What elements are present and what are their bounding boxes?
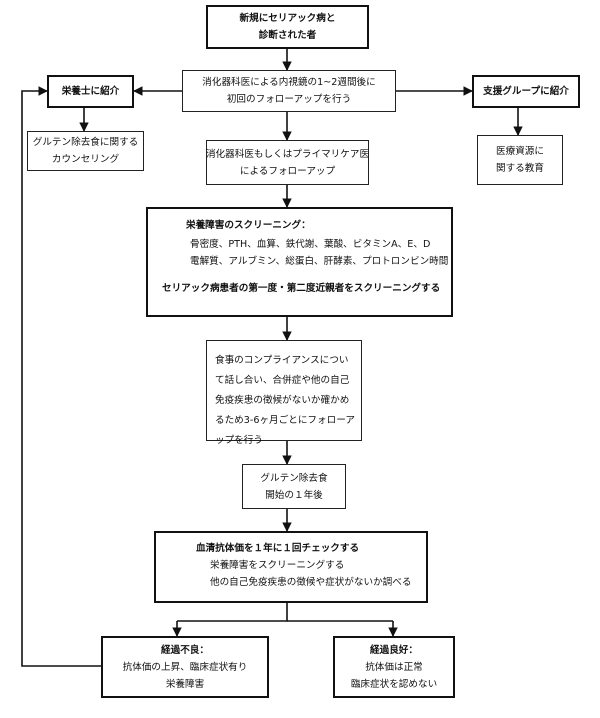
refer-dietitian-title: 栄養士に紹介 bbox=[61, 86, 120, 97]
relatives-screening-text: セリアック病患者の第一度・第二度近親者をスクリーニングする bbox=[162, 283, 441, 294]
gluten-counseling-box: グルテン除去食に関する カウンセリング bbox=[27, 131, 144, 171]
nutrition-screening-box: 栄養障害のスクリーニング： 骨密度、PTH、血算、鉄代謝、葉酸、ビタミンA、E、… bbox=[146, 207, 453, 317]
compliance-followup-box: 食事のコンプライアンスについて話し合い、合併症や他の自己免疫疾患の徴候がないか確… bbox=[206, 340, 362, 446]
refer-dietitian-box: 栄養士に紹介 bbox=[47, 75, 134, 108]
connector-antibody-to-outcomes bbox=[177, 603, 288, 622]
poor-outcome-line1: 抗体価の上昇、臨床症状有り bbox=[122, 661, 248, 673]
gi-pcp-followup-line1: 消化器科医もしくはプライマリケア医 bbox=[205, 148, 370, 160]
poor-outcome-line2: 栄養障害 bbox=[165, 678, 205, 690]
medical-resources-box: 医療資源に 関する教育 bbox=[477, 135, 563, 185]
newly-diagnosed-line2: 診断された者 bbox=[258, 30, 317, 41]
refer-support-group-title: 支援グループに紹介 bbox=[483, 86, 569, 97]
one-year-box: グルテン除去食 開始の１年後 bbox=[242, 464, 346, 509]
poor-outcome-title: 経過不良： bbox=[161, 644, 209, 656]
first-followup-line2: 初回のフォローアップを行う bbox=[226, 94, 352, 105]
nutrition-screening-title: 栄養障害のスクリーニング： bbox=[186, 220, 311, 231]
nutrition-screening-tests-line1: 骨密度、PTH、血算、鉄代謝、葉酸、ビタミンA、E、D bbox=[190, 239, 431, 250]
good-outcome-line2: 臨床症状を認めない bbox=[350, 678, 438, 690]
antibody-check-line2: 他の自己免疫疾患の徴候や症状がないか調べる bbox=[210, 577, 412, 588]
first-followup-box: 消化器科医による内視鏡の1~2週間後に 初回のフォローアップを行う bbox=[182, 70, 396, 112]
nutrition-screening-tests-line2: 電解質、アルブミン、総蛋白、肝酵素、プロトロンビン時間 bbox=[190, 256, 449, 267]
compliance-followup-text: 食事のコンプライアンスについて話し合い、合併症や他の自己免疫疾患の徴候がないか確… bbox=[215, 355, 356, 446]
one-year-line1: グルテン除去食 bbox=[260, 472, 328, 484]
first-followup-line1: 消化器科医による内視鏡の1~2週間後に bbox=[202, 77, 376, 88]
good-outcome-box: 経過良好： 抗体価は正常 臨床症状を認めない bbox=[333, 636, 455, 698]
good-outcome-line1: 抗体価は正常 bbox=[365, 661, 423, 673]
newly-diagnosed-box: 新規にセリアック病と 診断された者 bbox=[206, 5, 369, 49]
gi-pcp-followup-line2: によるフォローアップ bbox=[239, 165, 336, 177]
medical-resources-line1: 医療資源に bbox=[496, 146, 544, 157]
refer-support-group-box: 支援グループに紹介 bbox=[472, 75, 580, 108]
good-outcome-title: 経過良好： bbox=[370, 644, 418, 656]
antibody-check-line1: 栄養障害をスクリーニングする bbox=[210, 560, 345, 571]
poor-outcome-box: 経過不良： 抗体価の上昇、臨床症状有り 栄養障害 bbox=[101, 636, 269, 698]
newly-diagnosed-line1: 新規にセリアック病と bbox=[239, 13, 336, 24]
one-year-line2: 開始の１年後 bbox=[265, 489, 323, 501]
arrow-poor-loop-to-dietitian bbox=[21, 86, 101, 667]
gluten-counseling-line2: カウンセリング bbox=[51, 154, 120, 165]
antibody-check-box: 血清抗体価を１年に１回チェックする 栄養障害をスクリーニングする 他の自己免疫疾… bbox=[154, 531, 428, 603]
gluten-counseling-line1: グルテン除去食に関する bbox=[32, 137, 139, 148]
medical-resources-line2: 関する教育 bbox=[496, 163, 544, 174]
gi-pcp-followup-box: 消化器科医もしくはプライマリケア医 によるフォローアップ bbox=[206, 140, 369, 185]
antibody-check-title: 血清抗体価を１年に１回チェックする bbox=[196, 543, 360, 554]
